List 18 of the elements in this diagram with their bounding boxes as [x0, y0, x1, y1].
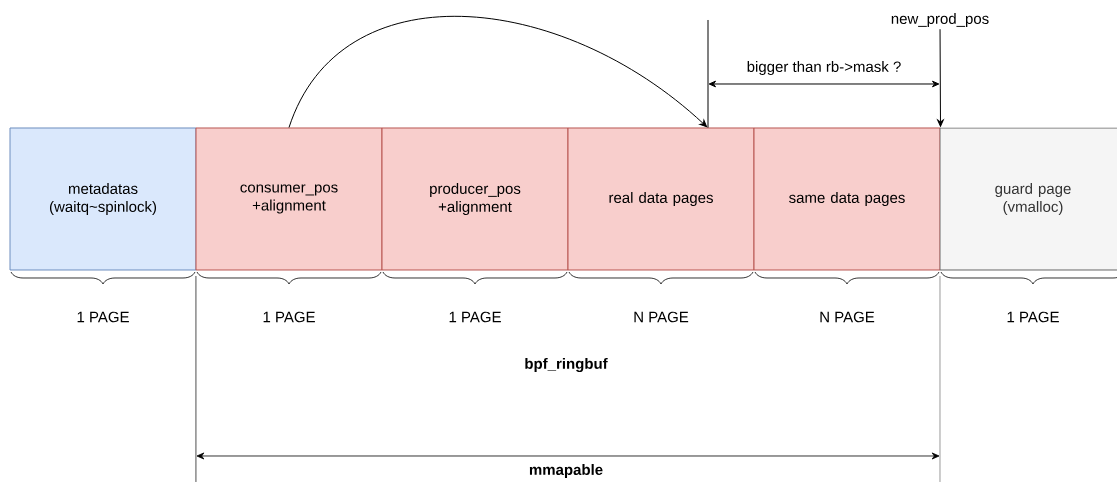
arrow: [288, 15, 708, 128]
memory-block: producer_pos +alignment: [381, 127, 569, 271]
structure-label: bpf_ringbuf: [523, 356, 609, 373]
page-size-label: 1 PAGE: [263, 311, 315, 323]
memory-block: guard page (vmalloc): [939, 127, 1117, 271]
memory-block: metadatas (waitq~spinlock): [9, 127, 197, 271]
dimension-label: mmapable: [527, 463, 605, 479]
page-size-label: N PAGE: [820, 311, 875, 323]
memory-block: consumer_pos +alignment: [195, 127, 383, 271]
page-size-label: 1 PAGE: [77, 311, 129, 323]
memory-block: same data pages: [753, 127, 941, 271]
page-size-label: 1 PAGE: [1007, 311, 1059, 323]
memory-block: real data pages: [567, 127, 755, 271]
arrow: [937, 28, 944, 127]
page-size-label: 1 PAGE: [449, 311, 501, 323]
dimension-label: bigger than rb->mask ?: [745, 60, 903, 76]
page-size-label: N PAGE: [634, 311, 689, 323]
position-label: new_prod_pos: [891, 13, 989, 27]
